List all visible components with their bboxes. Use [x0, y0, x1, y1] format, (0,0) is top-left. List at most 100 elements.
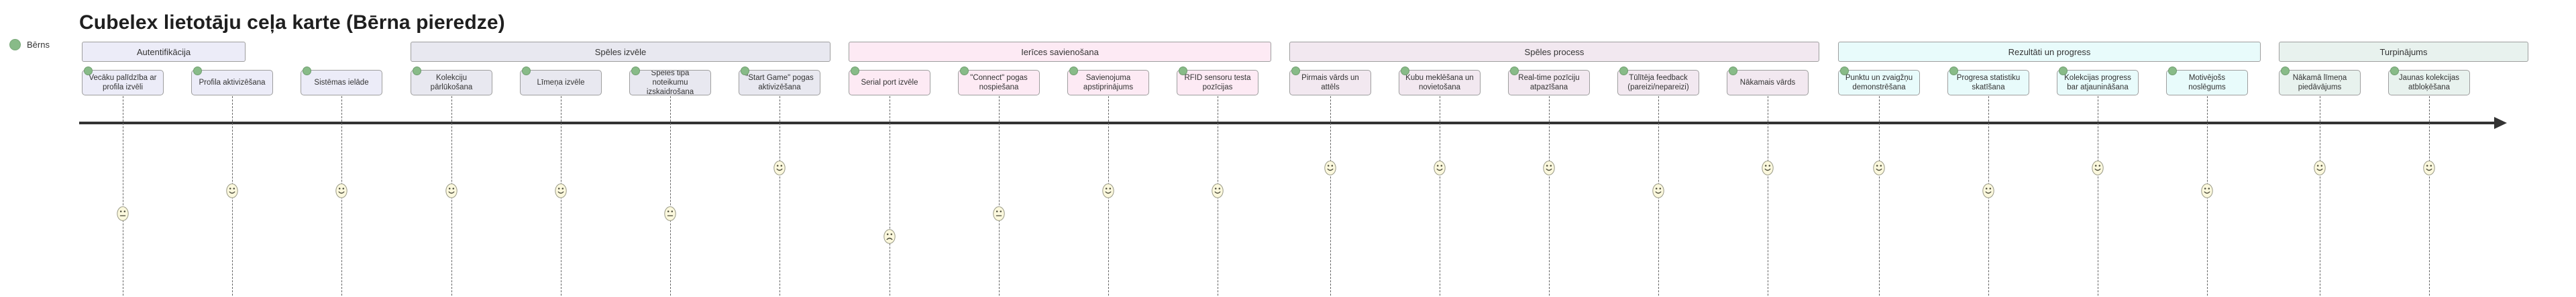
task-dropline: [1879, 96, 1880, 296]
task-card[interactable]: Jaunas kolekcijas atbloķēšana: [2388, 70, 2470, 95]
task-dropline: [1330, 96, 1331, 296]
happy-face-icon: [1211, 183, 1224, 199]
task-label: "Start Game" pogas aktivizēšana: [745, 73, 814, 91]
task-card[interactable]: Nākamais vārds: [1727, 70, 1809, 95]
task-card[interactable]: "Start Game" pogas aktivizēšana: [739, 70, 820, 95]
section-label: Autentifikācija: [136, 46, 191, 57]
actor-dot-icon: [1291, 67, 1300, 75]
task-label: Kolekciju pārlūkošana: [430, 73, 473, 91]
actor-dot-icon: [1069, 67, 1078, 75]
actor-dot-icon: [193, 67, 202, 75]
task-card[interactable]: Nākamā līmeņa piedāvājums: [2279, 70, 2361, 95]
task-label: Līmeņa izvēle: [537, 78, 585, 87]
timeline-axis: [79, 122, 2494, 124]
actor-dot-icon: [303, 67, 311, 75]
actor-dot-icon: [2168, 67, 2177, 75]
actor-dot-icon: [1510, 67, 1519, 75]
task-card[interactable]: Punktu un zvaigžņu demonstrēšana: [1838, 70, 1920, 95]
section-header: Turpinājums: [2279, 42, 2528, 62]
happy-face-icon: [773, 160, 786, 176]
section-header: Rezultāti un progress: [1838, 42, 2261, 62]
happy-face-icon: [2313, 160, 2326, 176]
task-dropline: [1549, 96, 1550, 296]
task-card[interactable]: Sistēmas ielāde: [301, 70, 382, 95]
task-dropline: [999, 96, 1000, 296]
section-header: Ierīces savienošana: [849, 42, 1271, 62]
task-label: Sistēmas ielāde: [314, 78, 369, 87]
task-label: Savienojuma apstiprinājums: [1083, 73, 1134, 91]
neutral-face-icon: [663, 206, 677, 222]
actor-dot-icon: [2281, 67, 2290, 75]
section-header: Autentifikācija: [82, 42, 246, 62]
sad-face-icon: [883, 228, 896, 245]
task-label: Tūlītēja feedback (pareizi/nepareizi): [1627, 73, 1689, 91]
task-label: Jaunas kolekcijas atbloķēšana: [2398, 73, 2460, 91]
happy-face-icon: [1652, 183, 1665, 199]
actor-dot-icon: [1619, 67, 1628, 75]
actor-dot-icon: [522, 67, 531, 75]
arrow-right-icon: [2494, 117, 2507, 129]
actor-dot-icon: [741, 67, 749, 75]
actor-dot-icon: [1729, 67, 1737, 75]
actor-dot-icon: [413, 67, 421, 75]
actor-dot-icon: [9, 39, 21, 50]
task-card[interactable]: Motivējošs noslēgums: [2166, 70, 2248, 95]
section-label: Ierīces savienošana: [1021, 46, 1099, 57]
section-header: Spēles izvēle: [411, 42, 830, 62]
happy-face-icon: [225, 183, 239, 199]
task-label: Spēles tipa noteikumu izskaidrošana: [646, 70, 694, 95]
actor-dot-icon: [2390, 67, 2399, 75]
task-card[interactable]: Real-time pozīciju atpazīšana: [1508, 70, 1590, 95]
section-header: Spēles process: [1289, 42, 1819, 62]
task-card[interactable]: Serial port izvēle: [849, 70, 930, 95]
task-label: Nākamā līmeņa piedāvājums: [2292, 73, 2347, 91]
happy-face-icon: [1102, 183, 1115, 199]
task-card[interactable]: Spēles tipa noteikumu izskaidrošana: [629, 70, 711, 95]
happy-face-icon: [1542, 160, 1556, 176]
task-label: Pirmais vārds un attēls: [1301, 73, 1359, 91]
task-card[interactable]: Kolekciju pārlūkošana: [411, 70, 492, 95]
task-label: Kubu meklēšana un novietošana: [1405, 73, 1474, 91]
task-card[interactable]: Vecāku palīdzība ar profila izvēli: [82, 70, 164, 95]
actor-dot-icon: [1401, 67, 1409, 75]
section-label: Turpinājums: [2379, 46, 2428, 57]
task-card[interactable]: Līmeņa izvēle: [520, 70, 602, 95]
neutral-face-icon: [992, 206, 1006, 222]
task-label: Nākamais vārds: [1739, 78, 1796, 87]
task-card[interactable]: Savienojuma apstiprinājums: [1067, 70, 1149, 95]
actor-dot-icon: [1840, 67, 1849, 75]
actor-dot-icon: [631, 67, 640, 75]
task-label: Profila aktivizēšana: [199, 78, 266, 87]
task-card[interactable]: "Connect" pogas nospiešana: [958, 70, 1040, 95]
page-title: Cubelex lietotāju ceļa karte (Bērna pier…: [79, 11, 505, 34]
happy-face-icon: [1982, 183, 1995, 199]
task-label: "Connect" pogas nospiešana: [970, 73, 1028, 91]
section-label: Spēles izvēle: [594, 46, 647, 57]
section-label: Rezultāti un progress: [2008, 46, 2091, 57]
task-card[interactable]: Pirmais vārds un attēls: [1289, 70, 1371, 95]
neutral-face-icon: [116, 206, 129, 222]
actor-dot-icon: [1949, 67, 1958, 75]
happy-face-icon: [2091, 160, 2104, 176]
task-label: Real-time pozīciju atpazīšana: [1518, 73, 1580, 91]
task-label: RFID sensoru testa pozīcijas: [1184, 73, 1251, 91]
task-card[interactable]: Kolekcijas progress bar atjaunināšana: [2057, 70, 2139, 95]
task-label: Punktu un zvaigžņu demonstrēšana: [1845, 73, 1913, 91]
task-card[interactable]: RFID sensoru testa pozīcijas: [1177, 70, 1258, 95]
happy-face-icon: [1433, 160, 1446, 176]
happy-face-icon: [445, 183, 458, 199]
task-card[interactable]: Progresa statistiku skatīšana: [1947, 70, 2029, 95]
task-card[interactable]: Profila aktivizēšana: [191, 70, 273, 95]
task-label: Kolekcijas progress bar atjaunināšana: [2064, 73, 2131, 91]
happy-face-icon: [2422, 160, 2436, 176]
section-label: Spēles process: [1524, 46, 1585, 57]
happy-face-icon: [335, 183, 348, 199]
actor-dot-icon: [960, 67, 969, 75]
happy-face-icon: [1324, 160, 1337, 176]
legend-label-berns: Bērns: [27, 40, 50, 50]
task-card[interactable]: Kubu meklēšana un novietošana: [1399, 70, 1481, 95]
actor-dot-icon: [2059, 67, 2068, 75]
task-card[interactable]: Tūlītēja feedback (pareizi/nepareizi): [1617, 70, 1699, 95]
happy-face-icon: [554, 183, 568, 199]
